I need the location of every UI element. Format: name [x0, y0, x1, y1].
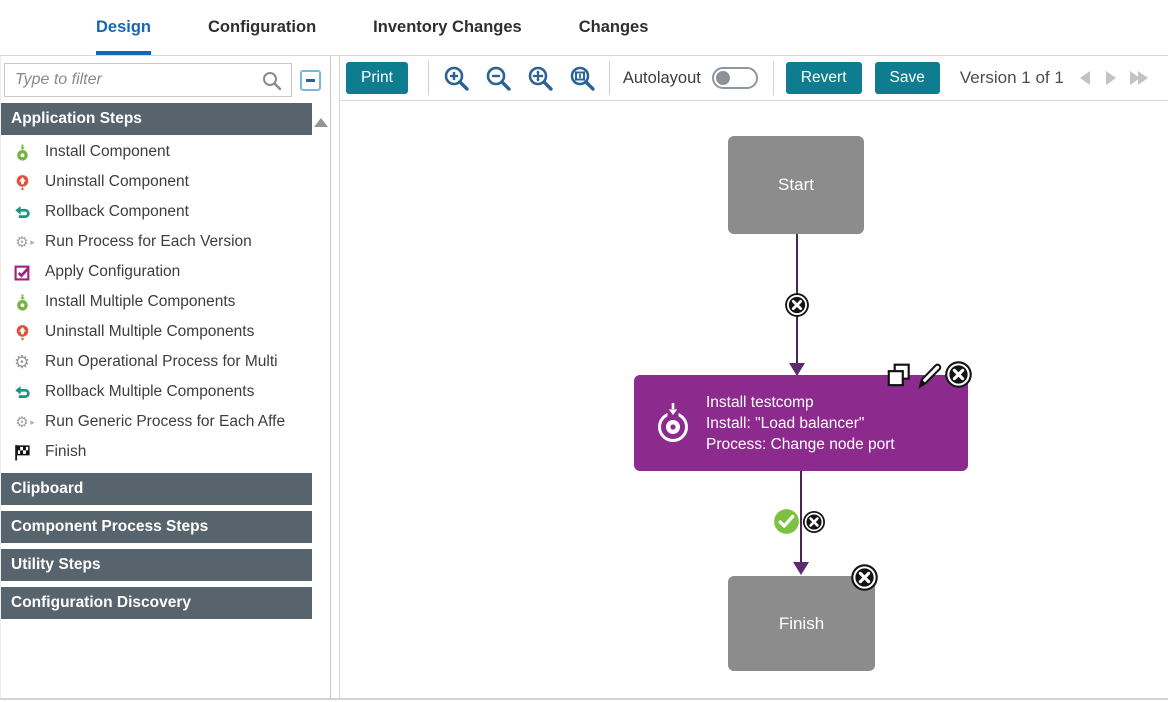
- palette-scroll-up[interactable]: [314, 118, 330, 132]
- rollback-icon: [13, 383, 31, 401]
- section-application-steps[interactable]: Application Steps: [1, 103, 312, 135]
- node-start[interactable]: Start: [728, 136, 864, 234]
- top-tab-bar: Design Configuration Inventory Changes C…: [0, 0, 1168, 56]
- collapse-palette-button[interactable]: [300, 70, 321, 91]
- arrowhead-icon: [793, 562, 809, 575]
- bottom-divider: [0, 698, 1168, 700]
- node-install-testcomp[interactable]: Install testcomp Install: "Load balancer…: [634, 375, 968, 471]
- section-clipboard[interactable]: Clipboard: [1, 473, 312, 505]
- step-palette-sidebar: Application Steps Install Component Unin…: [0, 56, 331, 698]
- toolbar-divider: [427, 61, 429, 95]
- revert-button[interactable]: Revert: [785, 62, 862, 94]
- latest-version-icon[interactable]: [1129, 71, 1148, 85]
- palette-item-label: Rollback Component: [45, 203, 189, 220]
- palette-item-finish[interactable]: Finish: [1, 437, 312, 467]
- zoom-actual-size-icon[interactable]: [569, 65, 596, 92]
- checkbox-check-icon: [13, 263, 31, 281]
- palette-item-label: Apply Configuration: [45, 263, 181, 280]
- palette-item-uninstall-multiple[interactable]: Uninstall Multiple Components: [1, 317, 312, 347]
- save-button[interactable]: Save: [874, 62, 940, 94]
- zoom-to-fit-icon[interactable]: [527, 65, 554, 92]
- copy-step-icon[interactable]: [885, 362, 913, 390]
- palette-item-run-process-each-version[interactable]: ⚙▸ Run Process for Each Version: [1, 227, 312, 257]
- palette-item-install-multiple[interactable]: Install Multiple Components: [1, 287, 312, 317]
- tab-inventory-changes[interactable]: Inventory Changes: [373, 18, 522, 36]
- rollback-icon: [13, 203, 31, 221]
- palette-item-label: Run Generic Process for Each Affe: [45, 413, 286, 430]
- palette-item-rollback-multiple[interactable]: Rollback Multiple Components: [1, 377, 312, 407]
- install-icon: [13, 293, 31, 311]
- section-component-process-steps[interactable]: Component Process Steps: [1, 511, 312, 543]
- arrowhead-icon: [789, 363, 805, 376]
- autolayout-label: Autolayout: [622, 68, 701, 87]
- palette-item-label: Install Component: [45, 143, 170, 160]
- palette-item-install-component[interactable]: Install Component: [1, 137, 312, 167]
- toolbar-divider: [772, 61, 774, 95]
- triangle-up-icon: [314, 118, 328, 127]
- success-condition-icon[interactable]: [773, 508, 800, 535]
- gear-play-icon: ⚙▸: [15, 413, 35, 431]
- install-icon: [13, 143, 31, 161]
- palette-item-apply-configuration[interactable]: Apply Configuration: [1, 257, 312, 287]
- palette-item-uninstall-component[interactable]: Uninstall Component: [1, 167, 312, 197]
- section-utility-steps[interactable]: Utility Steps: [1, 549, 312, 581]
- zoom-out-icon[interactable]: [485, 65, 512, 92]
- palette-filter-row: [1, 56, 330, 103]
- delete-step-icon[interactable]: [850, 563, 879, 592]
- edge-install-to-finish: [800, 471, 802, 563]
- zoom-controls: [443, 65, 596, 92]
- palette-item-label: Run Operational Process for Multi: [45, 353, 278, 370]
- delete-edge-icon[interactable]: [802, 510, 826, 534]
- step-title: Install testcomp: [706, 393, 814, 411]
- palette-item-rollback-component[interactable]: Rollback Component: [1, 197, 312, 227]
- uninstall-icon: [13, 323, 31, 341]
- delete-step-icon[interactable]: [944, 360, 973, 389]
- canvas-toolbar: Print: [340, 56, 1168, 101]
- zoom-in-icon[interactable]: [443, 65, 470, 92]
- print-button[interactable]: Print: [346, 62, 408, 94]
- process-designer-canvas-panel: Print: [339, 56, 1168, 698]
- palette-item-label: Finish: [45, 443, 87, 460]
- edit-step-icon[interactable]: [916, 361, 945, 390]
- tab-design[interactable]: Design: [96, 0, 152, 55]
- toolbar-divider: [608, 61, 610, 95]
- toggle-knob: [715, 71, 730, 85]
- tab-configuration[interactable]: Configuration: [208, 18, 317, 36]
- palette-item-label: Uninstall Multiple Components: [45, 323, 255, 340]
- next-version-icon[interactable]: [1105, 71, 1116, 85]
- step-detail-process: Process: Change node port: [706, 435, 895, 453]
- uninstall-icon: [13, 173, 31, 191]
- gear-icon: ⚙: [13, 352, 31, 372]
- previous-version-icon[interactable]: [1079, 71, 1090, 85]
- step-detail-install: Install: "Load balancer": [706, 414, 865, 432]
- palette: Application Steps Install Component Unin…: [1, 103, 312, 619]
- palette-item-label: Rollback Multiple Components: [45, 383, 255, 400]
- palette-item-run-generic-process[interactable]: ⚙▸ Run Generic Process for Each Affe: [1, 407, 312, 437]
- palette-item-run-operational-process[interactable]: ⚙ Run Operational Process for Multi: [1, 347, 312, 377]
- version-indicator: Version 1 of 1: [959, 68, 1064, 87]
- install-component-icon: [658, 402, 688, 442]
- palette-item-label: Install Multiple Components: [45, 293, 236, 310]
- gear-play-icon: ⚙▸: [15, 233, 35, 251]
- finish-flag-icon: [13, 443, 31, 461]
- autolayout-toggle[interactable]: [711, 67, 758, 89]
- search-icon: [263, 72, 282, 91]
- tab-changes[interactable]: Changes: [578, 18, 649, 36]
- section-configuration-discovery[interactable]: Configuration Discovery: [1, 587, 312, 619]
- palette-item-label: Run Process for Each Version: [45, 233, 252, 250]
- palette-item-label: Uninstall Component: [45, 173, 189, 190]
- filter-input[interactable]: [4, 63, 292, 97]
- node-finish[interactable]: Finish: [728, 576, 875, 671]
- minus-icon: [306, 79, 315, 82]
- delete-edge-icon[interactable]: [784, 292, 810, 318]
